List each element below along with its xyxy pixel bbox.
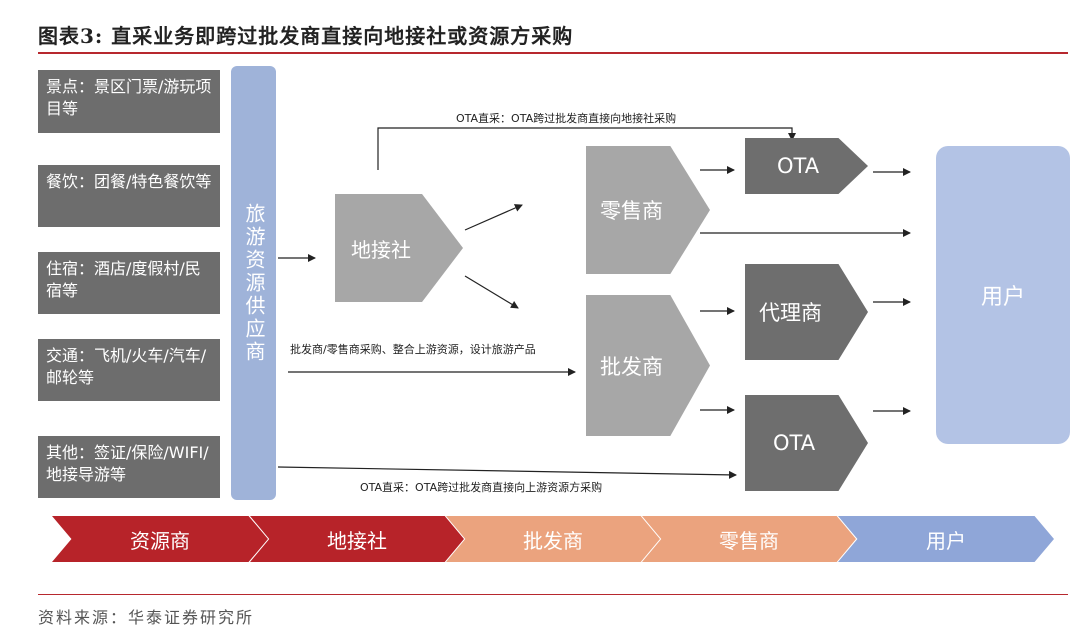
chain-step-pifa: 批发商: [446, 516, 660, 562]
annotation-wholesale: 批发商/零售商采购、整合上游资源，设计旅游产品: [290, 343, 536, 356]
arrow-dijieshe-to-pifa: [464, 275, 519, 309]
arrow-dijieshe-to-lingshou: [464, 204, 523, 231]
chain-step-lingshou: 零售商: [642, 516, 856, 562]
resource-transport: 交通：飞机/火车/汽车/邮轮等: [38, 339, 220, 401]
title-divider: [38, 52, 1068, 54]
resource-other: 其他：签证/保险/WIFI/地接导游等: [38, 436, 220, 498]
node-daili: 代理商: [745, 264, 868, 360]
chain-step-users: 用户: [838, 516, 1054, 562]
resource-attractions: 景点：景区门票/游玩项目等: [38, 70, 220, 133]
footer-divider: [38, 594, 1068, 595]
arrow-ota-direct-bottom: [277, 466, 737, 479]
annotation-ota-direct-top: OTA直采：OTA跨过批发商直接向地接社采购: [456, 112, 677, 125]
node-ota-top: OTA: [745, 138, 868, 194]
arrow-ota-direct-top: [377, 127, 796, 170]
supplier-column: 旅游资源供应商: [231, 66, 276, 500]
resource-dining: 餐饮：团餐/特色餐饮等: [38, 165, 220, 227]
chain-step-dijieshe: 地接社: [250, 516, 464, 562]
annotation-ota-direct-bottom: OTA直采：OTA跨过批发商直接向上游资源方采购: [360, 481, 603, 494]
figure-title: 图表3: 直采业务即跨过批发商直接向地接社或资源方采购: [38, 24, 574, 48]
node-ota-bottom: OTA: [745, 395, 868, 491]
resource-lodging: 住宿：酒店/度假村/民宿等: [38, 252, 220, 314]
node-users: 用户: [936, 146, 1070, 444]
source-note: 资料来源：华泰证券研究所: [38, 608, 255, 627]
chain-step-resources: 资源商: [52, 516, 268, 562]
